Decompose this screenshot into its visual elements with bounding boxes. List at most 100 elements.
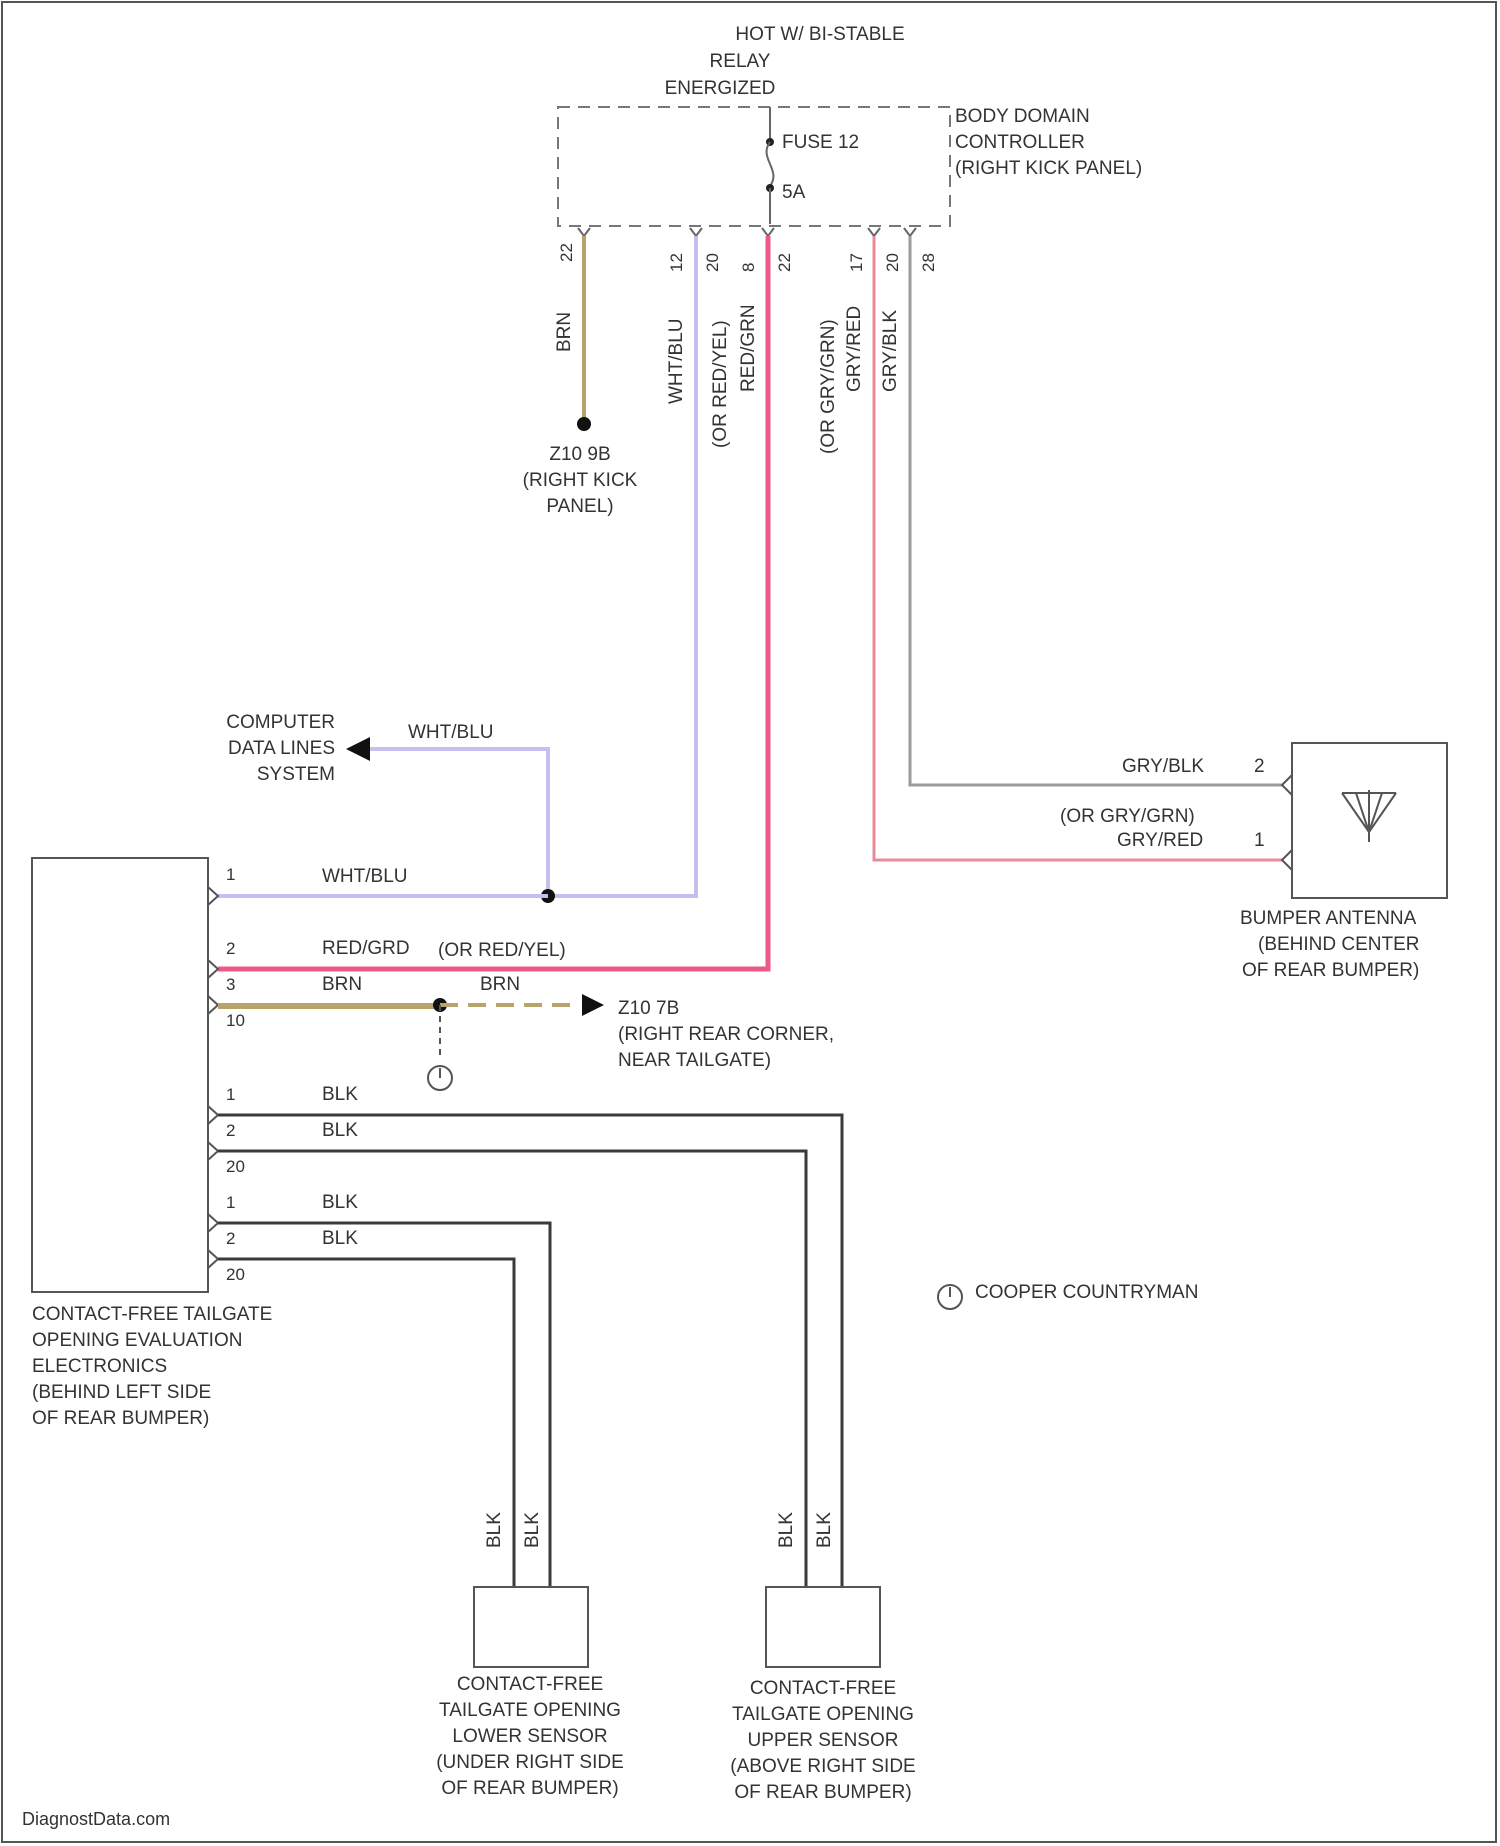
module-pin-2a: 2	[226, 939, 235, 958]
upper-sensor-label-1: CONTACT-FREE	[750, 1678, 896, 1699]
antenna-wire-1b-label: GRY/RED	[1117, 830, 1203, 851]
module-wire-redgrd: RED/GRD	[322, 938, 410, 959]
module-label-3: ELECTRONICS	[32, 1356, 167, 1377]
module-wire-blk-1: BLK	[322, 1084, 358, 1105]
relay-label-1: HOT W/ BI-STABLE	[735, 24, 904, 45]
antenna-wire-2-label: GRY/BLK	[1122, 756, 1204, 777]
relay-label-3: ENERGIZED	[665, 78, 776, 99]
ground-z10-7b-arrow	[582, 994, 604, 1016]
cdl-label-3: SYSTEM	[257, 764, 335, 785]
module-connectors	[208, 887, 218, 1268]
wire-label-red-alt-1: (OR RED/YEL)	[710, 320, 731, 448]
bdc-pin-22a: 22	[557, 243, 576, 262]
wire-label-whtblu-top: WHT/BLU	[666, 319, 687, 405]
bdc-connector-brn	[578, 228, 590, 236]
module-wire-blk-3: BLK	[322, 1192, 358, 1213]
module-box	[32, 858, 208, 1292]
antenna-label-3: OF REAR BUMPER)	[1242, 960, 1419, 981]
wire-blk-upper-2	[218, 1151, 806, 1592]
antenna-label-1: BUMPER ANTENNA	[1240, 908, 1417, 929]
module-label-1: CONTACT-FREE TAILGATE	[32, 1304, 272, 1325]
module-label-4: (BEHIND LEFT SIDE	[32, 1382, 211, 1403]
bdc-pin-17: 17	[847, 253, 866, 272]
lower-sensor-box	[474, 1587, 588, 1667]
antenna-pin-2: 2	[1254, 756, 1265, 777]
upper-sensor-label-3: UPPER SENSOR	[748, 1730, 899, 1751]
module-pin-10: 10	[226, 1011, 245, 1030]
fuse-rating: 5A	[782, 182, 806, 203]
module-pin-2c: 2	[226, 1229, 235, 1248]
module-pin-2b: 2	[226, 1121, 235, 1140]
module-label-2: OPENING EVALUATION	[32, 1330, 242, 1351]
upper-wire-label-2: BLK	[814, 1512, 835, 1548]
antenna-connector-1	[1282, 850, 1292, 870]
ground2-label-1: Z10 7B	[618, 998, 679, 1019]
bdc-connector-whtblu	[690, 228, 702, 236]
module-wire-blk-4: BLK	[322, 1228, 358, 1249]
bdc-label-2: CONTROLLER	[955, 132, 1085, 153]
module-wire-brn-1: BRN	[322, 974, 362, 995]
variant-note: COOPER COUNTRYMAN	[975, 1282, 1198, 1303]
wire-label-gryred-alt-1: (OR GRY/GRN)	[818, 319, 839, 454]
wire-label-gryblk-top: GRY/BLK	[880, 310, 901, 392]
cdl-arrow	[346, 737, 370, 761]
lower-wire-label-1: BLK	[484, 1512, 505, 1548]
module-pin-1c: 1	[226, 1193, 235, 1212]
antenna-pin-1: 1	[1254, 830, 1265, 851]
relay-label-2: RELAY	[710, 51, 771, 72]
antenna-label-2: (BEHIND CENTER	[1258, 934, 1420, 955]
upper-sensor-label-2: TAILGATE OPENING	[732, 1704, 914, 1725]
module-pin-1a: 1	[226, 865, 235, 884]
cdl-label-2: DATA LINES	[228, 738, 335, 759]
module-pin-20c: 20	[226, 1265, 245, 1284]
upper-sensor-label-5: OF REAR BUMPER)	[734, 1782, 911, 1803]
fuse-name: FUSE 12	[782, 132, 859, 153]
upper-wire-label-1: BLK	[776, 1512, 797, 1548]
ground1-label-2: (RIGHT KICK	[523, 470, 638, 491]
upper-sensor-box	[766, 1587, 880, 1667]
ground1-label-3: PANEL)	[546, 496, 613, 517]
bdc-pin-22b: 22	[775, 253, 794, 272]
lower-wire-label-2: BLK	[522, 1512, 543, 1548]
module-wire-redyel: (OR RED/YEL)	[438, 940, 566, 961]
lower-sensor-label-4: (UNDER RIGHT SIDE	[436, 1752, 624, 1773]
ground2-label-2: (RIGHT REAR CORNER,	[618, 1024, 834, 1045]
bdc-connector-red	[762, 228, 774, 236]
upper-sensor-label-4: (ABOVE RIGHT SIDE	[730, 1756, 915, 1777]
module-wire-whtblu: WHT/BLU	[322, 866, 408, 887]
ground-z10-9b-dot	[577, 417, 591, 431]
bdc-pin-8: 8	[739, 263, 758, 272]
fuse-symbol	[767, 142, 774, 186]
module-wire-blk-2: BLK	[322, 1120, 358, 1141]
module-pin-20b: 20	[226, 1157, 245, 1176]
bdc-box	[558, 107, 950, 226]
watermark: DiagnostData.com	[22, 1809, 170, 1829]
bdc-pin-28: 28	[919, 253, 938, 272]
bdc-label-3: (RIGHT KICK PANEL)	[955, 158, 1142, 179]
bdc-connector-gryblk	[904, 228, 916, 236]
module-label-5: OF REAR BUMPER)	[32, 1408, 209, 1429]
lower-sensor-label-1: CONTACT-FREE	[457, 1674, 603, 1695]
wire-label-gryred-alt-2: GRY/RED	[844, 306, 865, 392]
antenna-connector-2	[1282, 775, 1292, 795]
cdl-wire-label: WHT/BLU	[408, 722, 494, 743]
ground2-label-3: NEAR TAILGATE)	[618, 1050, 771, 1071]
module-pin-3: 3	[226, 975, 235, 994]
wire-gryred-antenna	[874, 236, 1282, 860]
bdc-pin-20b: 20	[883, 253, 902, 272]
module-pin-1b: 1	[226, 1085, 235, 1104]
ground1-label-1: Z10 9B	[549, 444, 610, 465]
cdl-label-1: COMPUTER	[226, 712, 335, 733]
bdc-pin-12: 12	[667, 253, 686, 272]
module-wire-brn-2: BRN	[480, 974, 520, 995]
wire-label-brn-top: BRN	[554, 312, 575, 352]
bdc-connector-gryred	[868, 228, 880, 236]
bdc-label-1: BODY DOMAIN	[955, 106, 1090, 127]
wire-gryblk-antenna	[910, 236, 1282, 785]
lower-sensor-label-2: TAILGATE OPENING	[439, 1700, 621, 1721]
bdc-pin-20a: 20	[703, 253, 722, 272]
antenna-wire-1a-label: (OR GRY/GRN)	[1060, 806, 1195, 827]
wire-label-red-alt-2: RED/GRN	[738, 304, 759, 392]
lower-sensor-label-3: LOWER SENSOR	[452, 1726, 607, 1747]
